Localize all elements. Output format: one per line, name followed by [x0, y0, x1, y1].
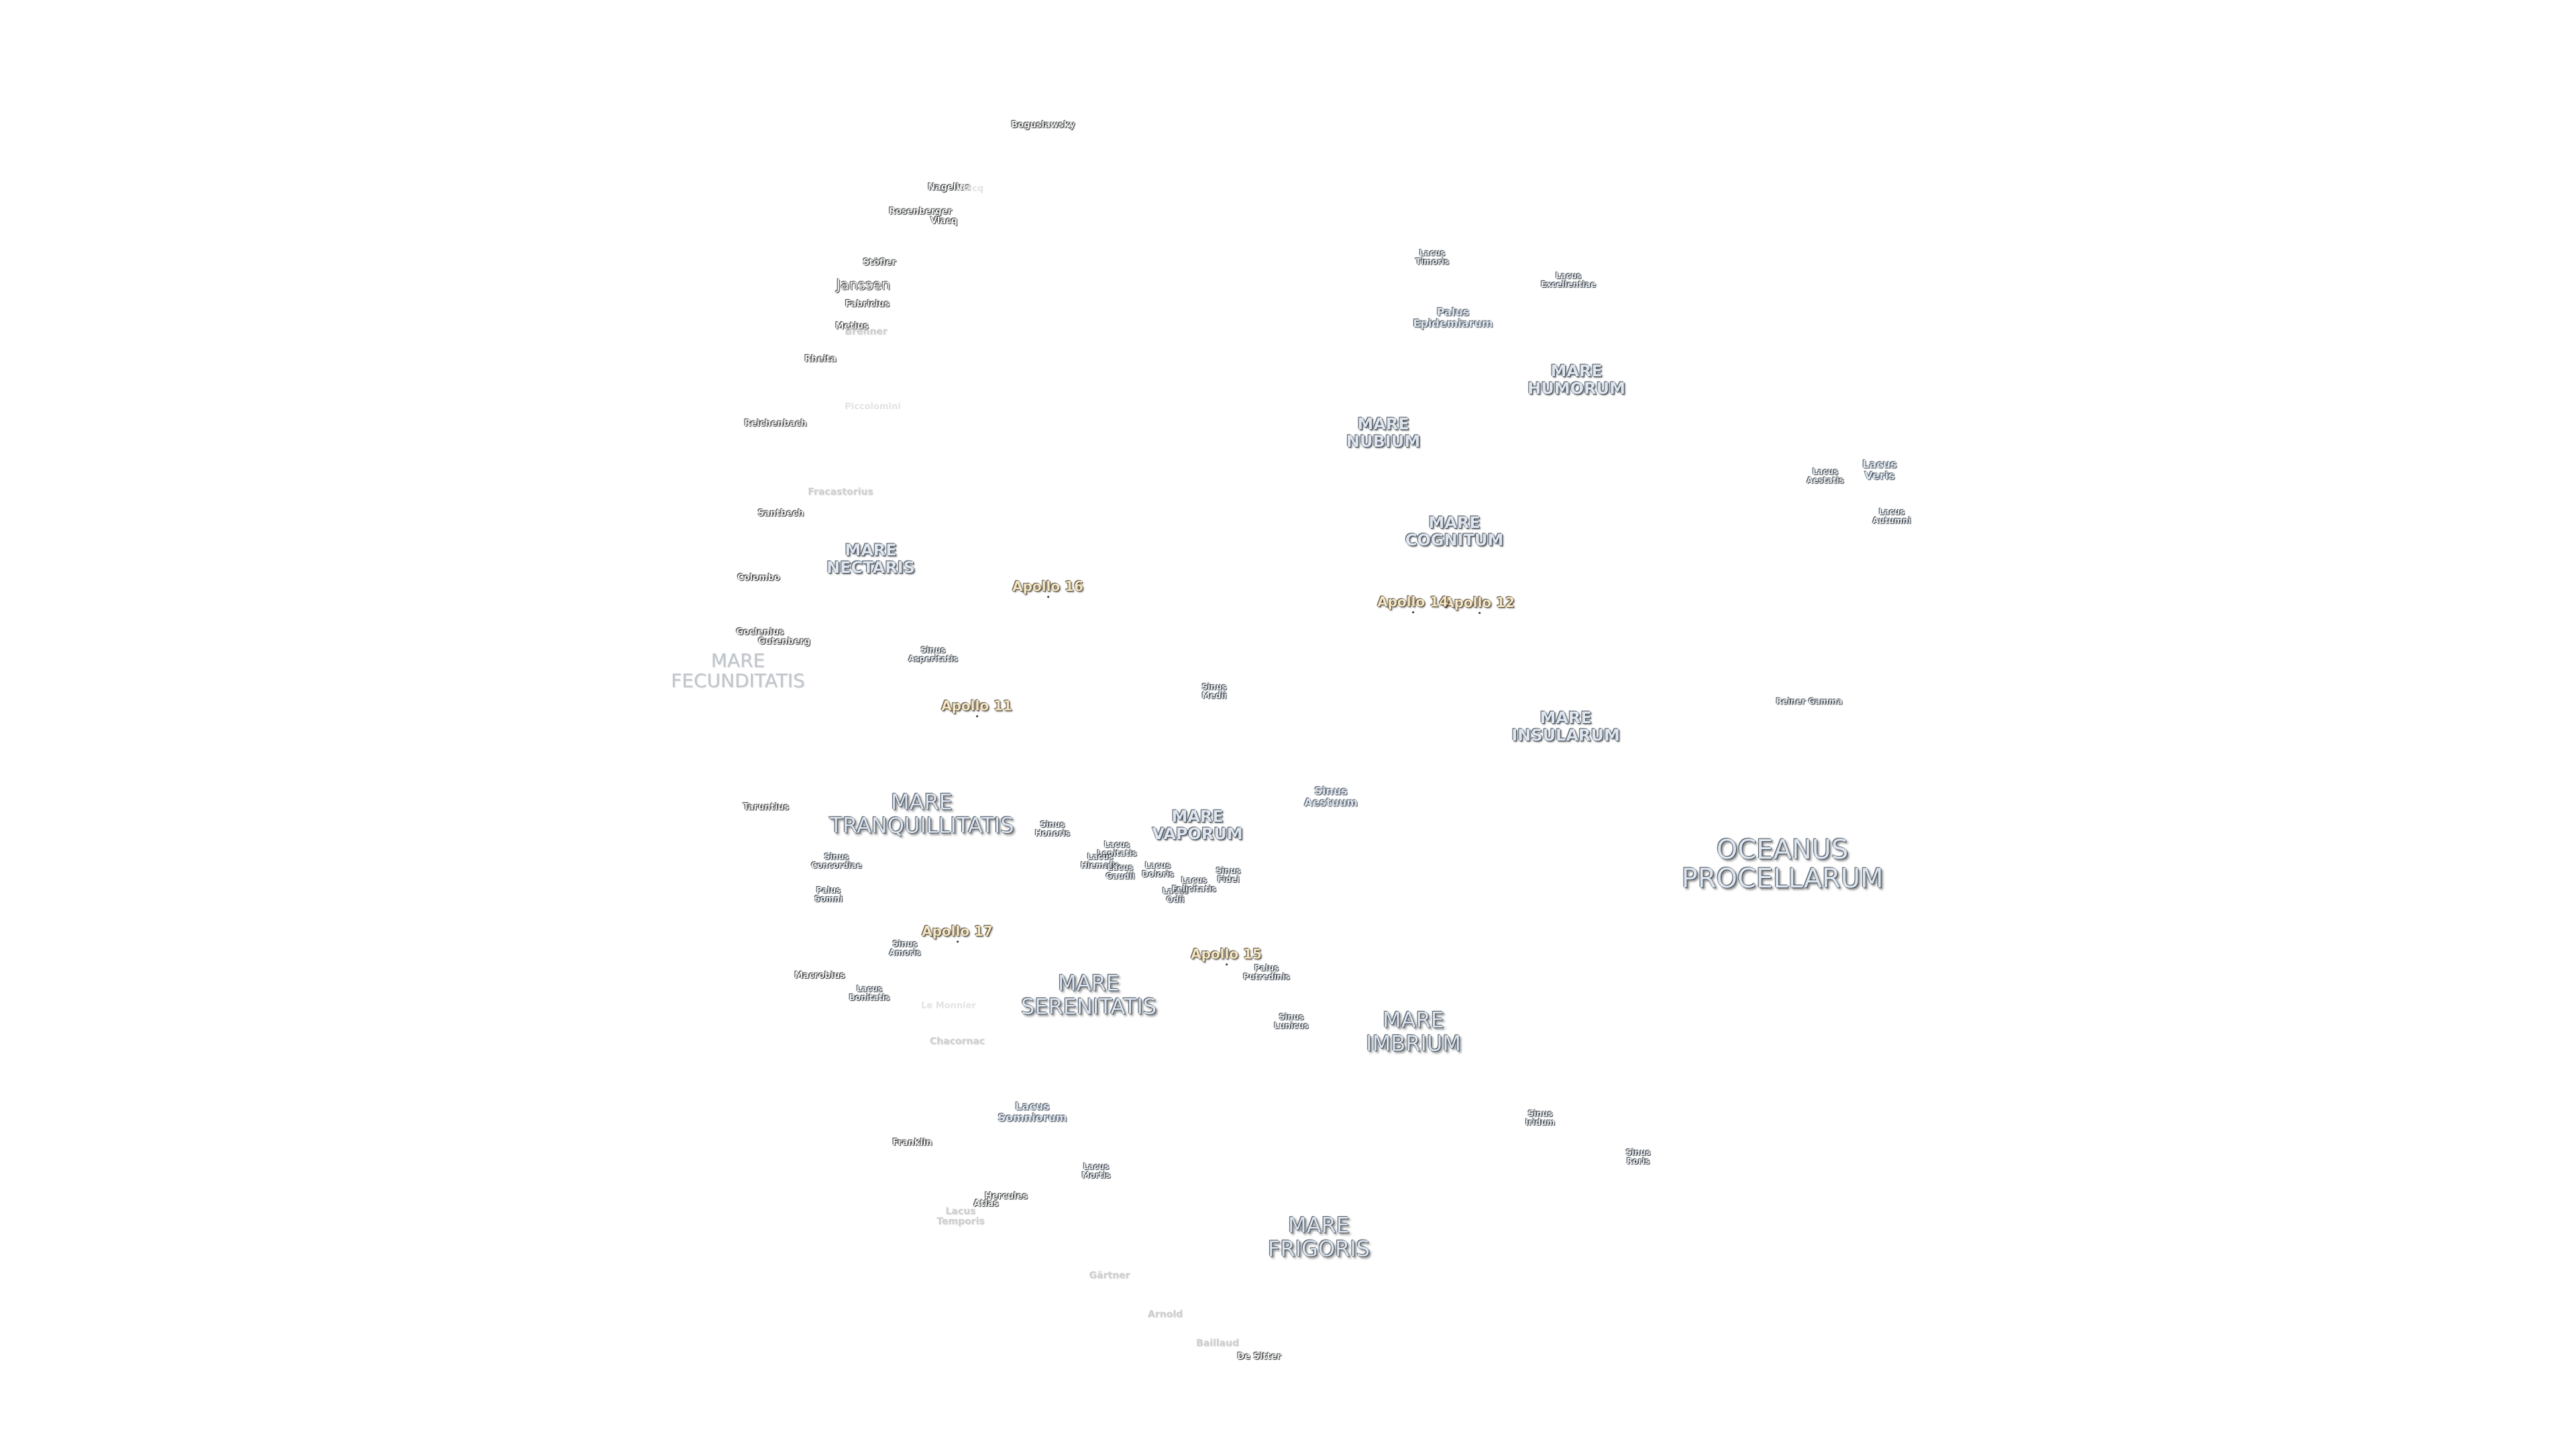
- lacus-lenitatis-label: Lacus Lenitatis: [1097, 840, 1137, 858]
- sinus-aestuum-label: Sinus Aestuum: [1304, 784, 1358, 809]
- mare-vaporum-label: MARE VAPORUM: [1152, 807, 1243, 843]
- mare-serenitatis-label: MARE SERENITATIS: [1020, 970, 1157, 1019]
- palus-somni-label: Palus Somni: [814, 885, 843, 904]
- crater-boguslawsky-label: Boguslawsky: [1011, 119, 1075, 130]
- lacus-felicitatis-label: Lacus Felicitatis: [1171, 875, 1217, 894]
- lacus-aestatis-label: Lacus Aestatis: [1807, 467, 1844, 485]
- apollo-12-marker[interactable]: Apollo 12: [1444, 594, 1515, 614]
- crater-vlacq-a-label: Vlacq: [956, 183, 984, 194]
- mare-humorum-label: MARE HUMORUM: [1527, 362, 1625, 398]
- lacus-mortis-label: Lacus Mortis: [1081, 1162, 1111, 1180]
- crater-gutenberg-label: Gutenberg: [757, 636, 811, 647]
- sinus-concordiae-label: Sinus Concordiae: [811, 852, 862, 870]
- sinus-lunicus-label: Sinus Lunicus: [1274, 1012, 1309, 1030]
- lacus-temporis-label: Lacus Temporis: [936, 1205, 985, 1227]
- mare-nubium-label: MARE NUBIUM: [1346, 415, 1421, 451]
- crater-macrobius-label: Macrobius: [794, 970, 845, 981]
- lacus-autumni-label: Lacus Autumni: [1872, 507, 1911, 525]
- crater-metius-label: Metius: [835, 321, 869, 331]
- lacus-excellentiae-label: Lacus Excellentiae: [1540, 271, 1597, 289]
- crater-goclenius-label: Goclenius: [736, 627, 784, 637]
- mare-insularum-label: MARE INSULARUM: [1511, 708, 1620, 745]
- apollo-15-marker[interactable]: Apollo 15: [1191, 946, 1262, 965]
- crater-colombo-label: Colombo: [737, 572, 780, 583]
- sinus-iridum-label: Sinus Iridum: [1525, 1109, 1556, 1127]
- crater-de-sitter-label: De Sitter: [1237, 1351, 1281, 1362]
- mare-imbrium-label: MARE IMBRIUM: [1366, 1007, 1461, 1056]
- crater-janssen-label: Janssen: [836, 276, 891, 293]
- mare-tranquillitatis-label: MARE TRANQUILLITATIS: [829, 789, 1014, 838]
- crater-hercules-label: Hercules: [984, 1191, 1028, 1201]
- sinus-roris-label: Sinus Roris: [1625, 1148, 1651, 1166]
- lacus-somniorum-label: Lacus Somniorum: [998, 1099, 1067, 1124]
- apollo-17-marker[interactable]: Apollo 17: [922, 923, 993, 943]
- crater-chacornac-label: Chacornac: [929, 1036, 985, 1047]
- crater-le-monnier-label: Le Monnier: [921, 1000, 976, 1011]
- crater-rosenberger-label: Rosenberger: [889, 206, 952, 217]
- apollo-14-marker[interactable]: Apollo 14: [1377, 594, 1448, 613]
- palus-putredinis-label: Palus Putredinis: [1243, 963, 1290, 981]
- crater-baillaud-label: Baillaud: [1196, 1338, 1239, 1349]
- sinus-asperitatis-label: Sinus Asperitatis: [908, 645, 959, 663]
- sinus-honoris-label: Sinus Honoris: [1034, 820, 1071, 838]
- lacus-gaudii-label: Lacus Gaudii: [1106, 863, 1135, 881]
- mare-fecunditatis-label: MARE FECUNDITATIS: [671, 649, 805, 692]
- reiner-gamma-label: Reiner Gamma: [1776, 696, 1843, 706]
- crater-fabricius-label: Fabricius: [845, 299, 890, 309]
- sinus-medii-label: Sinus Medii: [1201, 682, 1227, 700]
- apollo-11-marker[interactable]: Apollo 11: [941, 698, 1012, 717]
- lacus-bonitatis-label: Lacus Bonitatis: [849, 984, 890, 1002]
- lacus-odii-label: Lacus Odii: [1162, 886, 1189, 904]
- crater-nagelius-label: Nagelius: [928, 182, 971, 193]
- crater-rheita-label: Rheita: [804, 354, 837, 364]
- crater-arnold-label: Arnold: [1147, 1309, 1183, 1320]
- oceanus-procellarum-label: OCEANUS PROCELLARUM: [1681, 834, 1884, 894]
- lacus-hiemalis-label: Lacus Hiemalis: [1080, 852, 1120, 870]
- sinus-fidei-label: Sinus Fidei: [1216, 866, 1241, 884]
- crater-gaertner-label: Gärtner: [1089, 1270, 1130, 1281]
- crater-reichenbach-label: Reichenbach: [744, 418, 807, 429]
- sinus-amoris-label: Sinus Amoris: [889, 939, 921, 957]
- lacus-timoris-label: Lacus Timoris: [1415, 248, 1450, 266]
- crater-piccolomini-label: Piccolomini: [845, 401, 901, 412]
- mare-nectaris-label: MARE NECTARIS: [826, 541, 915, 577]
- lacus-veris-label: Lacus Veris: [1862, 458, 1897, 482]
- crater-atlas-label: Atlas: [973, 1198, 999, 1209]
- mare-frigoris-label: MARE FRIGORIS: [1267, 1212, 1371, 1261]
- crater-fracastorius-label: Fracastorius: [808, 486, 873, 498]
- mare-cognitum-label: MARE COGNITUM: [1405, 513, 1504, 549]
- crater-taruntius-label: Taruntius: [743, 802, 790, 812]
- crater-santbech-label: Santbech: [757, 508, 804, 519]
- apollo-16-marker[interactable]: Apollo 16: [1012, 578, 1083, 598]
- lacus-doloris-label: Lacus Doloris: [1142, 861, 1174, 879]
- crater-vlacq-b-label: Vlacq: [930, 215, 958, 226]
- crater-franklin-label: Franklin: [892, 1137, 932, 1148]
- crater-brenner-label: Brenner: [845, 326, 888, 337]
- crater-stoefler-label: Stöfler: [863, 257, 896, 268]
- palus-epidemiarum-label: Palus Epidemiarum: [1413, 305, 1493, 330]
